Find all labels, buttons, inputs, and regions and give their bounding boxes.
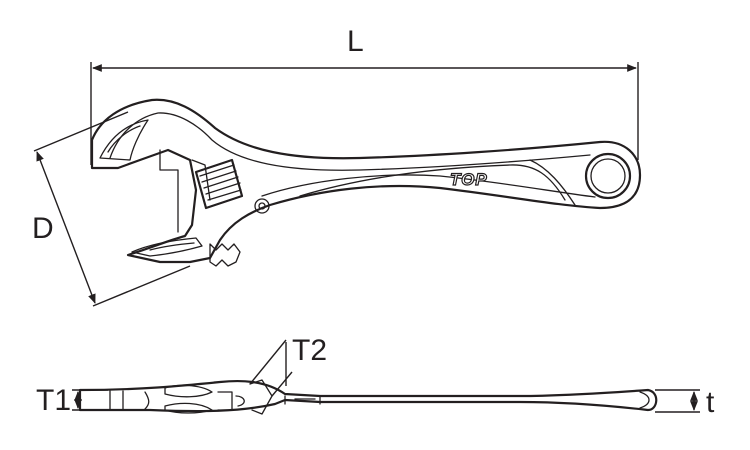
label-handle-thickness: t [706, 386, 715, 419]
label-head-thickness-1: T1 [36, 384, 72, 417]
brand-logo: TOP [450, 170, 488, 189]
dimension-jaw-capacity [33, 111, 191, 307]
dimension-head-thickness-1 [72, 389, 108, 411]
label-jaw-capacity: D [32, 212, 54, 245]
wrench-top-view: TOP [33, 62, 642, 307]
dimension-handle-thickness [655, 389, 700, 413]
wrench-side-view [72, 339, 700, 415]
label-head-thickness-2: T2 [292, 334, 328, 367]
dimension-length [90, 62, 639, 165]
dimension-head-thickness-2 [249, 339, 293, 397]
wrench-body [90, 98, 642, 267]
label-length: L [347, 25, 364, 58]
